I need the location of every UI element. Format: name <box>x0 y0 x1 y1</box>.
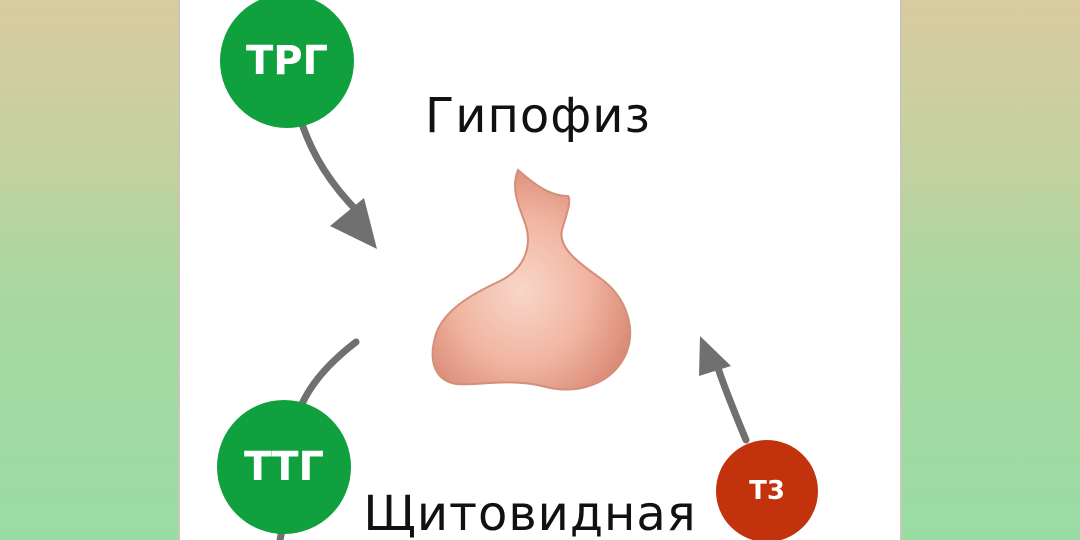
trh-hormone-badge: ТРГ <box>220 0 354 128</box>
tsh-label: ТТГ <box>243 444 325 490</box>
line-pituitary-to-tsh <box>298 338 360 408</box>
thyroid-label: Щитовидная <box>363 486 697 540</box>
diagram-panel: Гипофиз ТРГ ТТГ Т3 Щитовидная <box>180 0 900 540</box>
tsh-hormone-badge: ТТГ <box>217 400 351 534</box>
pituitary-label: Гипофиз <box>425 88 651 144</box>
pituitary-gland-shape <box>431 168 632 391</box>
arrowhead-t3 <box>699 336 731 376</box>
t3-hormone-badge: Т3 <box>716 440 818 540</box>
diagram-graphics <box>276 114 750 540</box>
arrow-t3-to-pituitary <box>714 364 750 444</box>
arrowhead-trh <box>330 198 377 249</box>
trh-label: ТРГ <box>245 38 329 84</box>
panel-left-edge <box>178 0 180 540</box>
t3-label: Т3 <box>749 476 785 506</box>
panel-right-edge <box>900 0 902 540</box>
arrow-trh-to-pituitary <box>296 114 364 218</box>
